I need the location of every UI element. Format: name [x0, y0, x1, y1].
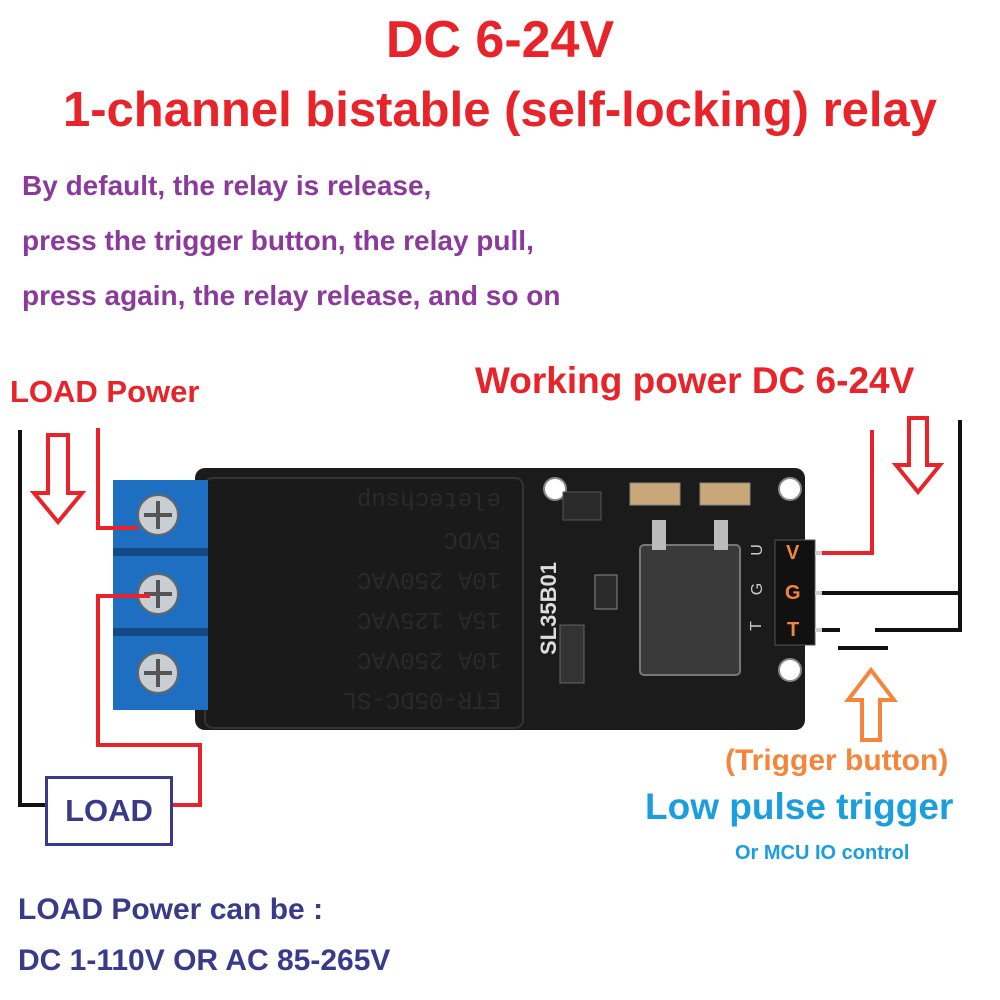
- trigger-wire: [875, 593, 962, 632]
- working-power-label: Working power DC 6-24V: [475, 360, 915, 401]
- terminal-divider: [113, 628, 208, 636]
- relay-text-line: 10A 250VAC: [356, 645, 501, 672]
- pin-header: [774, 539, 816, 646]
- module-code-text: SL35B01: [536, 562, 561, 655]
- smd-capacitor: [629, 482, 681, 506]
- silk-pin-label: G: [749, 582, 767, 596]
- low-pulse-label: Low pulse trigger: [645, 786, 954, 827]
- pin-label-t: T: [787, 619, 800, 641]
- load-power-range: DC 1-110V OR AC 85-265V: [18, 944, 391, 977]
- mosfet-leg: [652, 520, 666, 550]
- smd-resistor: [594, 574, 618, 610]
- smd-capacitor: [699, 482, 751, 506]
- title-product: 1-channel bistable (self-locking) relay: [62, 83, 938, 137]
- description-line-3: press again, the relay release, and so o…: [22, 280, 561, 311]
- arrow-down-icon: [29, 433, 87, 526]
- diode: [559, 624, 585, 684]
- pin-label-v: V: [786, 542, 800, 564]
- relay-text-line: eletechsup: [356, 485, 501, 512]
- arrow-up-icon: [843, 666, 899, 742]
- screw: [137, 652, 179, 694]
- load-power-note: LOAD Power can be :: [18, 893, 324, 926]
- title-voltage: DC 6-24V: [385, 11, 615, 69]
- relay-label: ETR-05DC-SL 10A 250VAC 15A 125VAC 10A 25…: [205, 485, 523, 728]
- relay-text-line: 5VDC: [443, 525, 501, 552]
- load-wire-red-1: [96, 428, 138, 530]
- mosfet: [639, 544, 741, 676]
- power-wire-black: [822, 420, 962, 595]
- silk-pin-label: T: [747, 621, 765, 631]
- mount-hole: [778, 477, 802, 501]
- mcu-label: Or MCU IO control: [735, 842, 910, 864]
- trigger-button-label: (Trigger button): [725, 744, 949, 777]
- load-power-label: LOAD Power: [10, 374, 200, 409]
- ic-chip: [562, 491, 602, 521]
- silk-pin-label: U: [748, 544, 766, 556]
- screw: [137, 494, 179, 536]
- mosfet-leg: [714, 520, 728, 550]
- terminal-divider: [113, 548, 208, 556]
- mount-hole: [778, 658, 802, 682]
- relay-text-line: ETR-05DC-SL: [342, 685, 501, 712]
- mount-hole: [543, 477, 567, 501]
- description-line-1: By default, the relay is release,: [22, 170, 432, 201]
- power-wire-red: [822, 430, 874, 555]
- load-wire-red-2: [96, 594, 202, 807]
- arrow-down-icon: [891, 416, 945, 496]
- load-box: LOAD: [45, 776, 173, 846]
- pin-label-g: G: [785, 582, 801, 604]
- relay-text-line: 15A 125VAC: [356, 605, 501, 632]
- module-code: SL35B01: [536, 505, 561, 665]
- relay-text-line: 10A 250VAC: [356, 565, 501, 592]
- load-wire-black: [18, 430, 45, 807]
- description-line-2: press the trigger button, the relay pull…: [22, 225, 534, 256]
